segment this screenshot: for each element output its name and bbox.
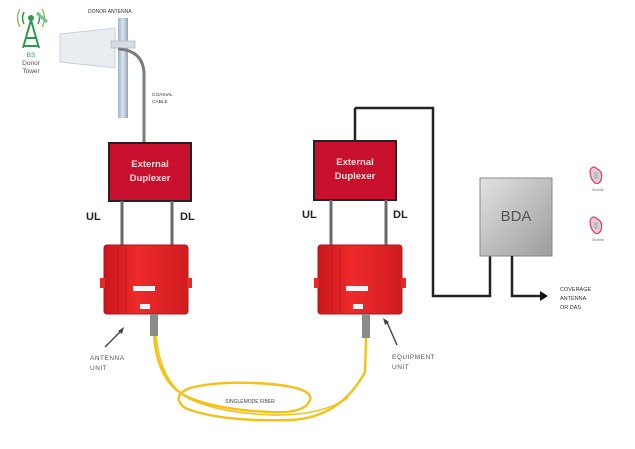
ul-label-right: UL [302,209,317,221]
donor-antenna [59,27,116,69]
antenna-unit [100,244,192,315]
dl-label-right: DL [393,209,408,221]
antenna-unit-label-1: ANTENNA [90,355,125,362]
coaxial-label-2: CABLE [152,99,168,105]
bda-box [479,177,553,257]
mobile-phone-icon [589,216,603,235]
tower-bs-label: BS [27,52,36,59]
antenna-pole [118,18,128,118]
coax-to-bda [355,106,492,298]
unit-label-plate [346,286,368,291]
coverage-label-1: COVERAGE [560,287,592,293]
external-duplexer-left [108,142,192,202]
mobile-phone-icon [589,166,603,185]
tower-tower-label: Tower [22,68,40,75]
equipment-unit-label-2: UNIT [392,364,409,371]
unit-badge [140,304,150,309]
equipment-unit-label-1: EQUIPMENT [392,354,435,361]
duplexer-right-line1: External [336,157,374,168]
fiber-connector-right [362,314,370,338]
equipment-unit-arrow [385,319,398,346]
coaxial-label-1: COAXIAL [152,92,173,98]
tower-donor-label: Donor [22,60,41,67]
coverage-cable [510,256,541,298]
cell-tower-icon [16,8,49,49]
arrow-right-icon [540,291,548,301]
ul-label-left: UL [86,211,101,223]
duplexer-right-line2: Duplexer [335,171,376,182]
antenna-unit-arrow [104,330,122,348]
singlemode-fiber [152,335,368,422]
equipment-unit [314,244,406,315]
unit-label-plate [133,286,155,291]
fiber-label: SINGLEMODE FIBER [225,399,275,405]
duplexer-left-line2: Duplexer [130,173,171,184]
unit-badge [353,304,363,309]
antenna-clamp [110,40,136,49]
antenna-unit-label-2: UNIT [90,365,107,372]
donor-antenna-label: DONOR ANTENNA [88,9,132,15]
mobile-label-1: Mobile [592,187,605,192]
fiber-connector-left [150,314,158,336]
dl-label-left: DL [180,211,195,223]
duplexer-left-line1: External [131,159,169,170]
coverage-label-3: OR DAS [560,305,581,311]
external-duplexer-right [313,140,397,201]
bda-label: BDA [501,208,532,225]
coaxial-cable [117,47,146,143]
mobile-label-2: Mobile [592,237,605,242]
coverage-label-2: ANTENNA [560,296,587,302]
